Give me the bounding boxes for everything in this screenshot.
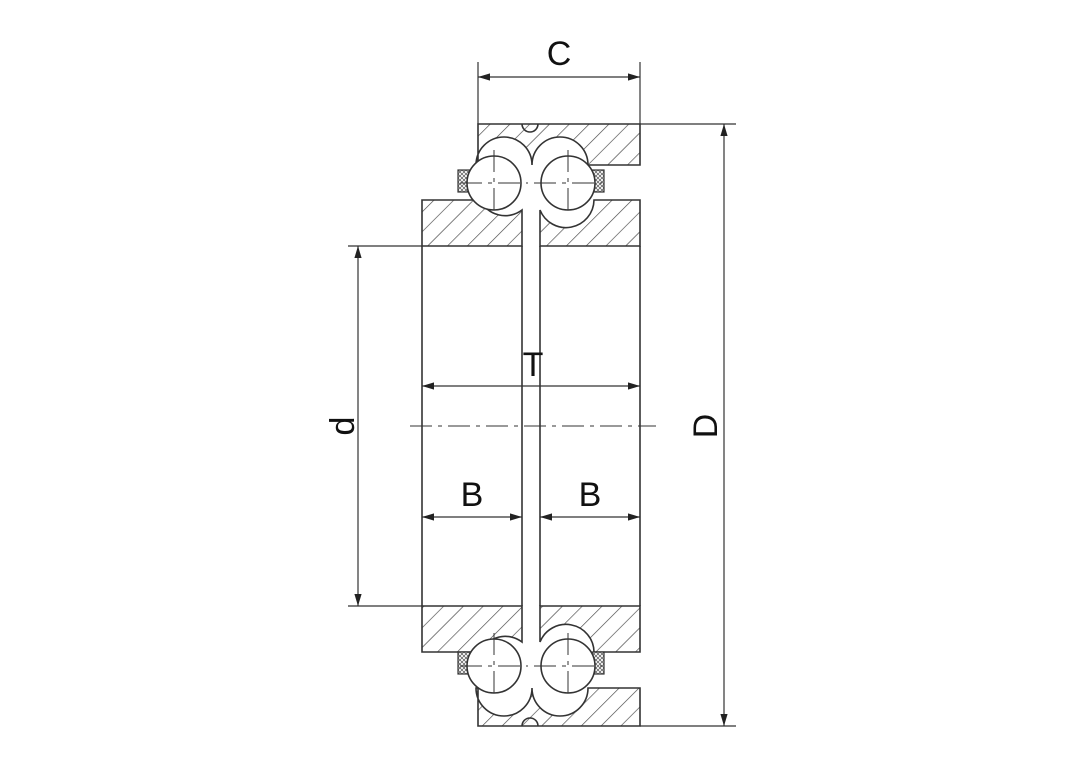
label-T: T — [523, 346, 544, 384]
label-c: C — [547, 35, 572, 73]
dimension-d-bore: d — [324, 245, 422, 607]
inner-ring-top-right — [539, 199, 641, 247]
ball-bottom-right — [534, 633, 602, 699]
dimension-b-right: B — [540, 476, 640, 521]
outer-ring-bottom — [475, 687, 641, 727]
outer-ring-top — [475, 123, 641, 166]
label-b-left: B — [461, 476, 484, 514]
ball-top-right — [534, 150, 602, 216]
label-d: d — [324, 417, 362, 436]
dimension-b-left: B — [422, 476, 522, 521]
dimension-t: T — [422, 346, 640, 390]
dimension-c: C — [477, 35, 641, 124]
dimension-d-outer: D — [640, 123, 736, 727]
ball-top-left — [460, 150, 528, 216]
label-b-right: B — [579, 476, 602, 514]
ball-bottom-left — [460, 633, 528, 699]
label-D: D — [687, 414, 725, 439]
